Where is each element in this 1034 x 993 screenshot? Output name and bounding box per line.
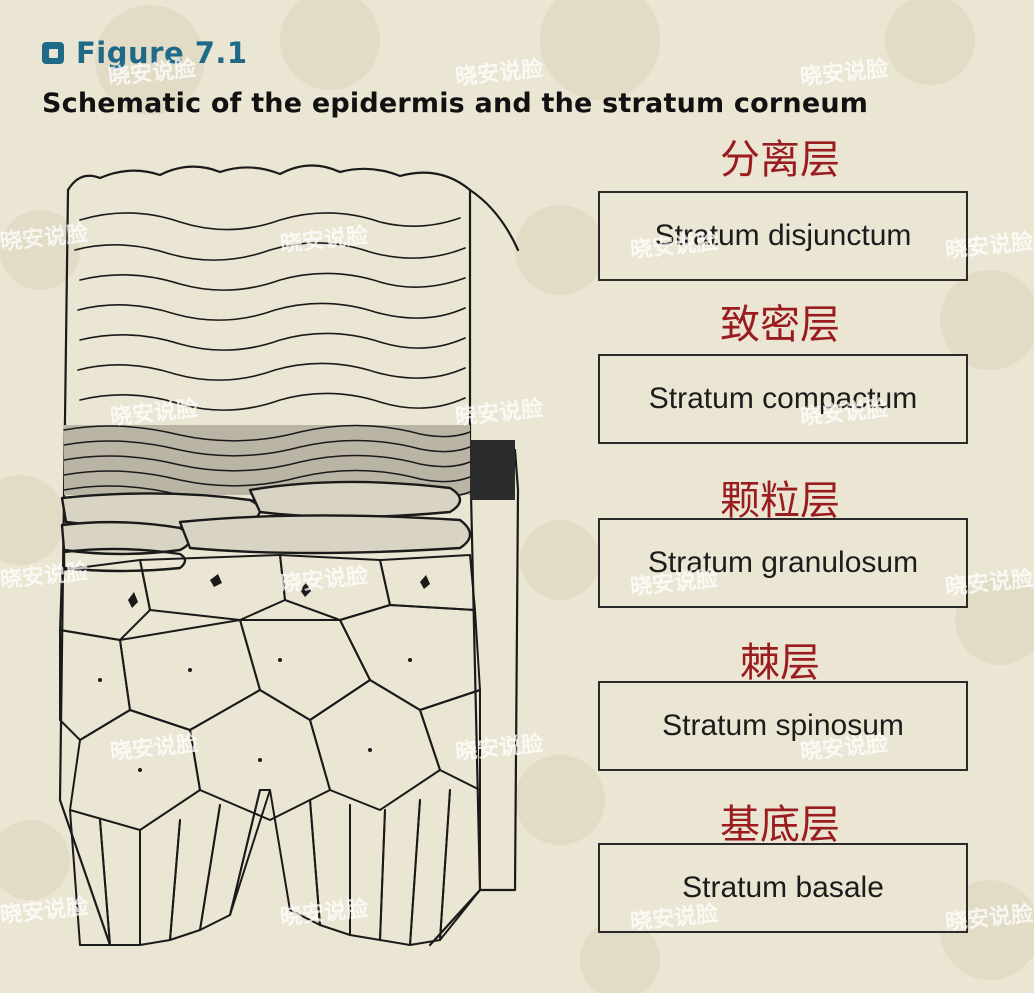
compactum-right-face: [470, 440, 515, 500]
basale-cells: [69, 789, 481, 946]
granulosum-cells: [60, 480, 472, 573]
heading-spinosum-zh: 棘层: [740, 640, 820, 686]
watermark: 晓安说脸: [454, 56, 545, 91]
figure-marker-icon: [42, 42, 64, 64]
box-stratum-basale: Stratum basale: [598, 843, 968, 933]
disjunctum-flakes: [74, 212, 466, 411]
compactum-lines: [63, 424, 471, 502]
epidermis-schematic: [58, 164, 520, 947]
watermark: 晓安说脸: [799, 56, 890, 91]
box-stratum-disjunctum: Stratum disjunctum: [598, 191, 968, 281]
top-edge: [66, 164, 472, 192]
figure-label: Figure 7.1: [76, 36, 248, 70]
box-stratum-granulosum: Stratum granulosum: [598, 518, 968, 608]
figure-header: Figure 7.1: [42, 36, 248, 70]
heading-granulosum-zh: 颗粒层: [720, 478, 840, 524]
cell-nuclei: [98, 574, 430, 772]
box-stratum-spinosum: Stratum spinosum: [598, 681, 968, 771]
heading-basale-zh: 基底层: [720, 802, 840, 848]
figure-caption: Schematic of the epidermis and the strat…: [42, 88, 869, 119]
heading-compactum-zh: 致密层: [720, 302, 840, 348]
spinosum-cells: [59, 554, 481, 831]
box-stratum-compactum: Stratum compactum: [598, 354, 968, 444]
heading-disjunctum-zh: 分离层: [720, 137, 840, 183]
